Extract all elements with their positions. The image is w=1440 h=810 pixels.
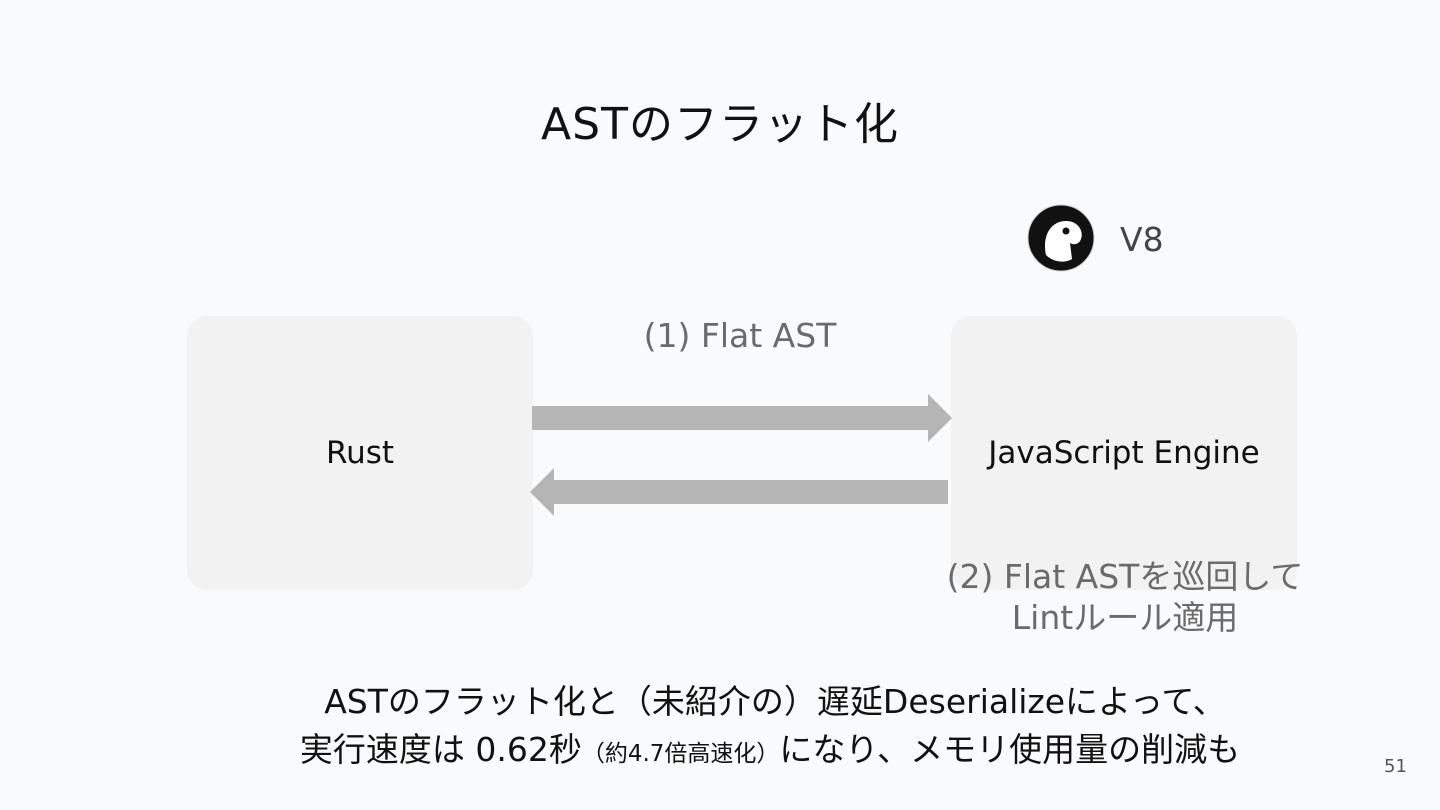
summary-line2: 実行速度は 0.62秒（約4.7倍高速化）になり、メモリ使用量の削減も: [0, 723, 1440, 771]
slide-title: ASTのフラット化: [541, 99, 899, 150]
summary-line2-main: 実行速度は 0.62秒: [299, 730, 582, 769]
v8-label: V8: [1120, 220, 1164, 259]
summary-line2-note: （約4.7倍高速化）: [581, 741, 780, 767]
summary-line1: ASTのフラット化と（未紹介の）遅延Deserializeによって、: [324, 682, 1226, 721]
summary-line2-end: になり、メモリ使用量の削減も: [779, 730, 1241, 769]
rust-box: Rust: [187, 316, 533, 590]
backward-arrow-label: (2) Flat ASTを巡回して Lintルール適用: [920, 556, 1330, 639]
backward-arrow: [530, 468, 948, 516]
backward-label-line1: (2) Flat ASTを巡回して: [946, 557, 1304, 596]
page-number: 51: [1384, 756, 1407, 777]
rust-label: Rust: [325, 435, 395, 471]
forward-arrow-label: (1) Flat AST: [643, 316, 837, 355]
javascript-engine-label: JavaScript Engine: [988, 435, 1260, 471]
v8-deno-logo-icon: [1027, 204, 1095, 272]
javascript-engine-box: JavaScript Engine: [951, 316, 1297, 590]
forward-arrow: [532, 394, 952, 442]
backward-label-line2: Lintルール適用: [1011, 598, 1239, 638]
